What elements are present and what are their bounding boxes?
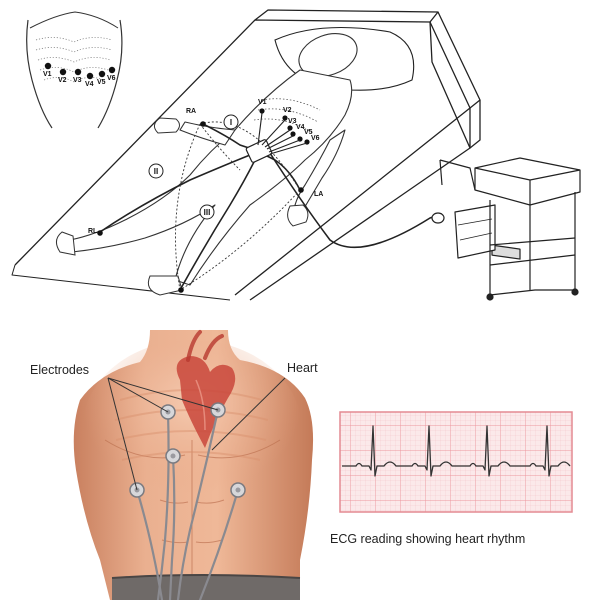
lead-ii-label: II: [154, 167, 158, 176]
inset-label-v3: V3: [73, 77, 82, 84]
ra-label: RA: [186, 108, 196, 115]
body-label-v3: V3: [288, 118, 297, 125]
inset-label-v6: V6: [107, 75, 116, 82]
body-dot-v2: [282, 115, 288, 121]
inset-label-v2: V2: [58, 77, 67, 84]
chest-dotted-lines: [253, 98, 321, 135]
precordial-wires: [257, 112, 308, 155]
electrodes-label: Electrodes: [30, 363, 89, 377]
body-label-v5: V5: [304, 129, 313, 136]
inset-label-v4: V4: [85, 81, 94, 88]
lead-iii-label: III: [204, 208, 211, 217]
la-electrode: [298, 187, 304, 193]
patient-body: [69, 33, 358, 286]
ra-electrode: [200, 121, 206, 127]
body-label-v2: V2: [283, 107, 292, 114]
lead-number-markers: I II III: [148, 114, 239, 220]
body-dot-v4: [290, 131, 296, 137]
rl-electrode: [97, 230, 103, 236]
inset-dot-v4: [86, 72, 94, 80]
ll-electrode: [178, 287, 184, 293]
ecg-caption: ECG reading showing heart rhythm: [330, 532, 525, 546]
heart: [176, 330, 236, 448]
torso-electrode-panel: Electrodes Heart ECG reading showing hea…: [30, 330, 573, 602]
rl-label: RL: [88, 228, 98, 235]
ecg-waveform: [342, 425, 571, 477]
body-label-v4: V4: [296, 124, 305, 131]
hands-and-feet: [56, 117, 309, 296]
hospital-bed: [11, 9, 481, 301]
inset-dot-v5: [98, 70, 106, 78]
inset-dot-v6: [108, 66, 116, 74]
lead-vectors: [175, 121, 301, 291]
lead-i-label: I: [230, 118, 232, 127]
electrode-cables: [135, 408, 240, 602]
ecg-machine-cart: [431, 157, 581, 301]
precordial-electrode-dots: [259, 108, 310, 145]
electrodes-pointers: [107, 377, 219, 491]
body-label-v6: V6: [311, 135, 320, 142]
body-dot-v3: [287, 125, 293, 131]
inset-electrode-dots: [44, 62, 116, 80]
inset-dot-v3: [74, 68, 82, 76]
chest-highlight: [82, 340, 302, 520]
la-label: LA: [314, 191, 323, 198]
heart-pointer: [211, 377, 286, 451]
ecg-strip: [339, 411, 573, 513]
inset-label-v1: V1: [43, 71, 52, 78]
body-dot-v1: [259, 108, 265, 114]
lead-junction-box: [245, 139, 273, 163]
inset-dot-v1: [44, 62, 52, 70]
inset-label-v5: V5: [97, 79, 106, 86]
body-label-v1: V1: [258, 99, 267, 106]
heart-label: Heart: [287, 361, 318, 375]
inset-dot-v2: [59, 68, 67, 76]
